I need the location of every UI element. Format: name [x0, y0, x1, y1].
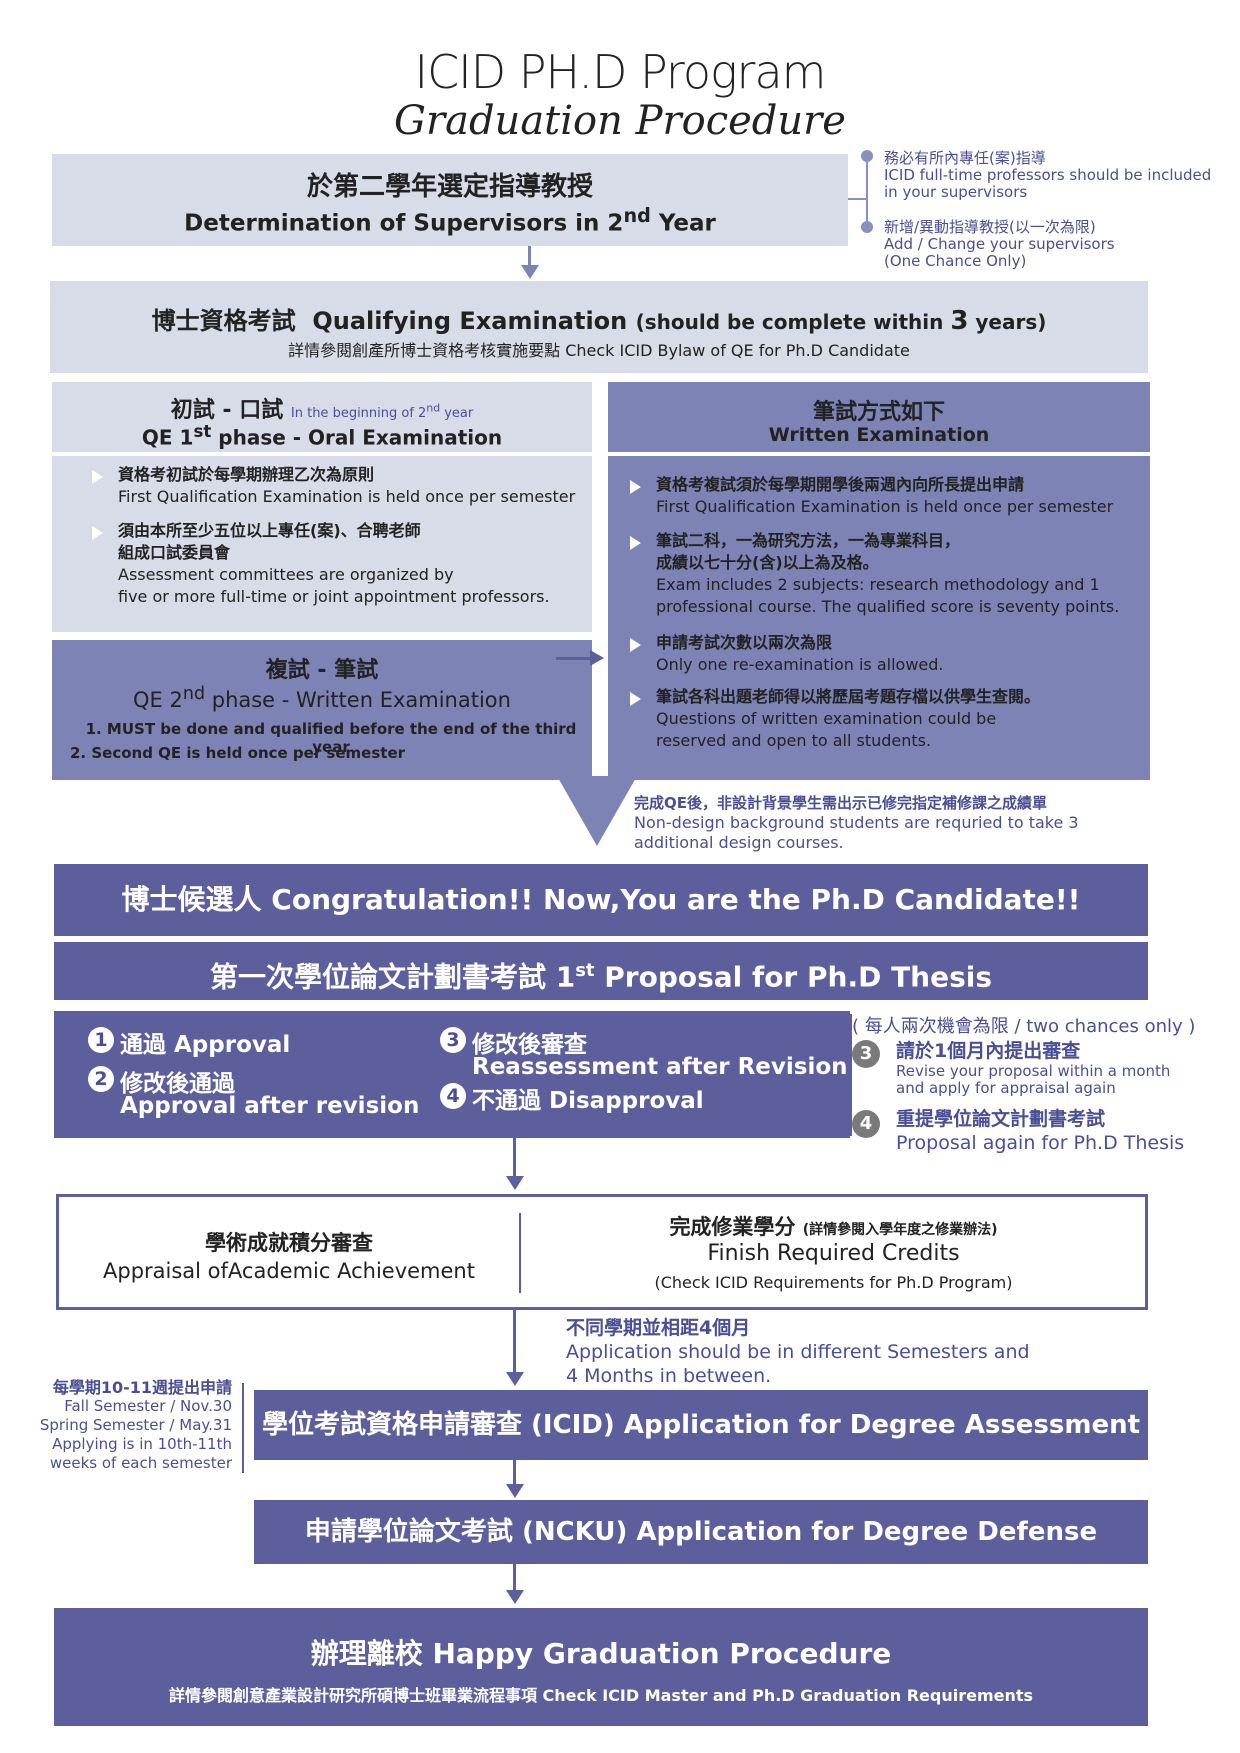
page-subtitle: Graduation Procedure	[394, 98, 846, 144]
qualifying-exam-title: 博士資格考試 Qualifying Examination (should be…	[151, 306, 1047, 336]
number-2-icon: 2	[88, 1066, 114, 1092]
retry-note-3-zh: 請於1個月內提出審查	[896, 1040, 1081, 1062]
appraisal-zh: 學術成就積分審查	[205, 1231, 373, 1255]
qualifying-exam-subtitle: 詳情參閱創產所博士資格考核實施要點 Check ICID Bylaw of QE…	[288, 341, 910, 360]
supervisor-note-dot-1	[861, 150, 873, 162]
number-1-icon: 1	[88, 1027, 114, 1053]
degree-defense-step: 申請學位論文考試 (NCKU) Application for Degree D…	[254, 1500, 1148, 1564]
arrow-down-icon	[506, 1176, 524, 1190]
graduation-step: 辦理離校 Happy Graduation Procedure 詳情參閱創意產業…	[54, 1608, 1148, 1726]
written-phase-rule-2: 2. Second QE is held once per semester	[70, 744, 406, 762]
arrow-line	[556, 657, 592, 660]
written-exam-details: 資格考複試須於每學期開學後兩週內向所長提出申請 First Qualificat…	[608, 456, 1150, 780]
arrow-right-icon	[590, 650, 604, 666]
divider	[519, 1213, 521, 1293]
arrow-line	[513, 1564, 516, 1592]
written-exam-subtitle: Written Examination	[768, 424, 990, 446]
supervisor-note-2: 新增/異動指導教授(以一次為限) Add / Change your super…	[884, 218, 1115, 270]
arrow-down-icon	[521, 265, 539, 279]
written-item-3: 申請考試次數以兩次為限 Only one re-examination is a…	[656, 633, 944, 674]
appraisal-credits-box: 學術成就積分審查 Appraisal ofAcademic Achievemen…	[56, 1194, 1148, 1310]
bullet-icon	[630, 638, 641, 652]
proposal-banner: 第一次學位論文計劃書考試 1st Proposal for Ph.D Thesi…	[54, 942, 1148, 1000]
written-item-1: 資格考複試須於每學期開學後兩週內向所長提出申請 First Qualificat…	[656, 475, 1114, 516]
bullet-icon	[92, 526, 103, 540]
oral-item-1: 資格考初試於每學期辦理乙次為原則 First Qualification Exa…	[118, 465, 576, 506]
graduation-subtitle: 詳情參閱創意產業設計研究所碩博士班畢業流程事項 Check ICID Maste…	[168, 1686, 1034, 1705]
week-note-line	[242, 1383, 244, 1473]
supervisor-en: Determination of Supervisors in 2nd Year	[184, 204, 716, 237]
arrow-down-icon	[557, 776, 637, 846]
supervisor-note-line	[866, 152, 868, 230]
arrow-line	[513, 1460, 516, 1486]
written-phase-box: 複試 - 筆試 QE 2nd phase - Written Examinati…	[52, 640, 592, 780]
arrow-down-icon	[506, 1484, 524, 1498]
oral-exam-timing: In the beginning of 2nd year	[290, 401, 474, 421]
arrow-line	[513, 1310, 516, 1372]
bullet-icon	[92, 470, 103, 484]
outcome-reassessment-zh: 修改後審查	[472, 1032, 587, 1058]
credits-en: Finish Required Credits	[707, 1241, 960, 1266]
written-item-2: 筆試二科，一為研究方法，一為專業科目， 成績以七十分(含)以上為及格。 Exam…	[656, 531, 1120, 616]
credits-sub: (Check ICID Requirements for Ph.D Progra…	[654, 1273, 1013, 1292]
arrow-down-icon	[506, 1372, 524, 1386]
supervisor-zh: 於第二學年選定指導教授	[306, 172, 593, 202]
outcome-approval-after-revision-en: Approval after revision	[120, 1093, 420, 1119]
number-4-icon: 4	[852, 1110, 880, 1138]
number-4-icon: 4	[440, 1083, 466, 1109]
application-week-note: 每學期10-11週提出申請 Fall Semester / Nov.30 Spr…	[39, 1378, 232, 1472]
retry-note-3-en: Revise your proposal within a month and …	[896, 1062, 1171, 1097]
oral-exam-title: 初試 - 口試 In the beginning of 2nd year	[170, 398, 474, 423]
arrow-down-icon	[506, 1590, 524, 1604]
supervisor-step: 於第二學年選定指導教授 Determination of Supervisors…	[52, 154, 848, 246]
arrow-line	[528, 246, 531, 266]
bullet-icon	[630, 480, 641, 494]
written-phase-title: 複試 - 筆試	[265, 658, 379, 683]
qualifying-exam-step: 博士資格考試 Qualifying Examination (should be…	[50, 281, 1148, 373]
outcome-approval-after-revision-zh: 修改後通過	[120, 1071, 235, 1097]
written-exam-title: 筆試方式如下	[812, 400, 945, 425]
supervisor-note-dot-2	[861, 221, 873, 233]
qe-after-note: 完成QE後，非設計背景學生需出示已修完指定補修課之成績單 Non-design …	[634, 794, 1079, 852]
outcome-approval: 通過 Approval	[120, 1032, 291, 1058]
bullet-icon	[630, 692, 641, 706]
supervisor-note-1: 務必有所內專任(案)指導 ICID full-time professors s…	[884, 149, 1212, 201]
number-3-icon: 3	[852, 1040, 880, 1068]
candidate-banner: 博士候選人 Congratulation!! Now,You are the P…	[54, 864, 1148, 936]
chance-note: ( 每人兩次機會為限 / two chances only )	[852, 1016, 1196, 1037]
oral-exam-header: 初試 - 口試 In the beginning of 2nd year QE …	[52, 382, 592, 452]
retry-note-4-en: Proposal again for Ph.D Thesis	[896, 1132, 1185, 1154]
credits-zh: 完成修業學分 (詳情參閱入學年度之修業辦法)	[669, 1215, 998, 1239]
written-item-4: 筆試各科出題老師得以將歷屆考題存檔以供學生查閱。 Questions of wr…	[656, 687, 1041, 750]
bullet-icon	[630, 536, 641, 550]
page-title: ICID PH.D Program	[414, 45, 827, 99]
written-phase-rule-1: 1. MUST be done and qualified before the…	[85, 720, 577, 756]
proposal-outcomes: 1 通過 Approval 2 修改後通過 Approval after rev…	[54, 1011, 850, 1138]
number-3-icon: 3	[440, 1027, 466, 1053]
written-exam-header: 筆試方式如下 Written Examination	[608, 382, 1150, 452]
graduation-title: 辦理離校 Happy Graduation Procedure	[310, 1637, 892, 1670]
retry-note-4-zh: 重提學位論文計劃書考試	[896, 1108, 1106, 1130]
oral-item-2: 須由本所至少五位以上專任(案)、合聘老師 組成口試委員會 Assessment …	[118, 521, 550, 606]
oral-exam-subtitle: QE 1st phase - Oral Examination	[141, 422, 503, 450]
degree-assessment-step: 學位考試資格申請審查 (ICID) Application for Degree…	[254, 1390, 1148, 1460]
retry-bracket-line	[850, 1014, 852, 1136]
written-phase-subtitle: QE 2nd phase - Written Examination	[133, 684, 511, 712]
appraisal-en: Appraisal ofAcademic Achievement	[103, 1259, 475, 1283]
semester-note: 不同學期並相距4個月 Application should be in diff…	[566, 1317, 1030, 1387]
outcome-reassessment-en: Reassessment after Revision	[472, 1054, 848, 1080]
arrow-line	[513, 1138, 516, 1176]
supervisor-note-connector	[848, 198, 866, 200]
outcome-disapproval: 不通過 Disapproval	[472, 1088, 704, 1114]
oral-exam-details: 資格考初試於每學期辦理乙次為原則 First Qualification Exa…	[52, 456, 592, 632]
